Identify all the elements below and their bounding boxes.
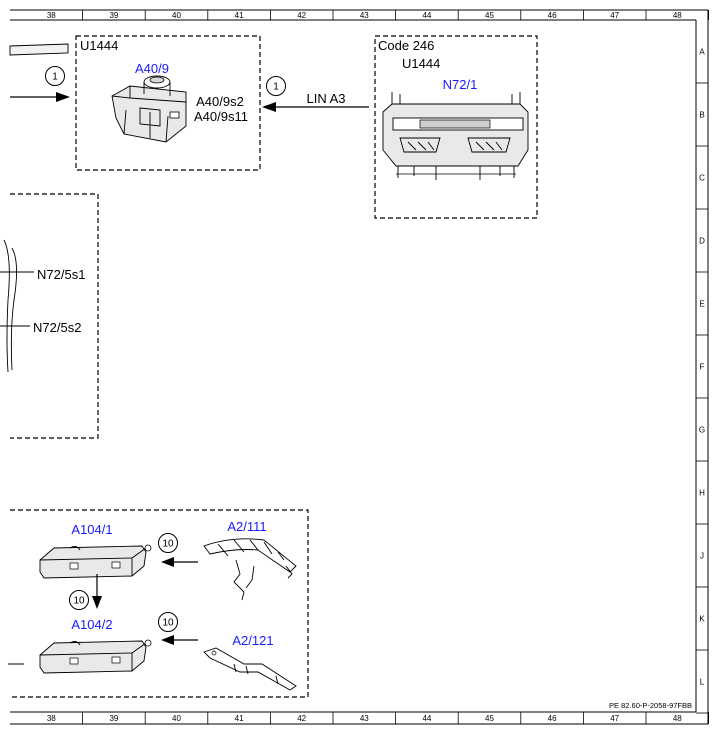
- lin-marker-text: 1: [273, 82, 279, 93]
- box-a40-code: U1444: [80, 38, 118, 53]
- lin-label: LIN A3: [306, 91, 345, 106]
- col-label-bottom-41: 41: [235, 714, 244, 723]
- col-label-bottom-40: 40: [172, 714, 181, 723]
- footer-reference: PE 82.60-P-2058-97FBB: [609, 701, 692, 710]
- col-label-top-48: 48: [673, 11, 682, 20]
- n72-1-label: N72/1: [443, 77, 478, 92]
- n72-1-control-panel-drawing: [382, 92, 529, 180]
- a40-9s2-label: A40/9s2: [196, 94, 244, 109]
- col-label-top-41: 41: [235, 11, 244, 20]
- row-label-H: H: [699, 489, 705, 498]
- box-n72-1: Code 246 U1444 N72/1: [374, 35, 538, 219]
- col-label-bottom-48: 48: [673, 714, 682, 723]
- a104-2-label: A104/2: [71, 617, 112, 632]
- col-label-bottom-38: 38: [47, 714, 56, 723]
- n72-5s1-label: N72/5s1: [37, 267, 85, 282]
- col-label-top-44: 44: [422, 11, 431, 20]
- col-label-top-39: 39: [109, 11, 118, 20]
- a104-1-label: A104/1: [71, 522, 112, 537]
- col-label-top-40: 40: [172, 11, 181, 20]
- row-label-A: A: [699, 48, 705, 57]
- left-circle-marker: 1: [45, 66, 65, 86]
- left-arrow: [10, 92, 70, 102]
- antenna-markers: 10 10 10: [69, 533, 178, 632]
- a104-2-amplifier-drawing: [39, 639, 152, 674]
- row-label-G: G: [699, 426, 705, 435]
- box-n72-code: U1444: [402, 56, 440, 71]
- col-label-bottom-43: 43: [360, 714, 369, 723]
- col-label-top-47: 47: [610, 11, 619, 20]
- col-label-bottom-47: 47: [610, 714, 619, 723]
- col-label-top-42: 42: [297, 11, 306, 20]
- col-label-bottom-39: 39: [109, 714, 118, 723]
- a2-121-antenna-drawing: [203, 647, 297, 691]
- antenna-arrows: [92, 557, 198, 645]
- row-label-J: J: [700, 552, 704, 561]
- row-label-F: F: [700, 363, 705, 372]
- col-label-top-38: 38: [47, 11, 56, 20]
- col-label-bottom-46: 46: [548, 714, 557, 723]
- box-n72-5: N72/5s1 N72/5s2: [0, 193, 99, 439]
- col-label-bottom-45: 45: [485, 714, 494, 723]
- col-label-bottom-42: 42: [297, 714, 306, 723]
- a40-9-controller-drawing: [111, 75, 187, 143]
- col-label-top-43: 43: [360, 11, 369, 20]
- row-label-L: L: [700, 678, 705, 687]
- cropped-component-bar: [9, 43, 69, 56]
- marker-10-top: 10: [162, 539, 174, 550]
- a40-9-label: A40/9: [135, 61, 169, 76]
- frame: [10, 9, 709, 725]
- box-n72-code-line: Code 246: [378, 38, 434, 53]
- row-label-D: D: [699, 237, 705, 246]
- row-label-C: C: [699, 174, 705, 183]
- marker-10-bottom: 10: [162, 618, 174, 629]
- row-scale: A B C D E F G H J K L: [696, 48, 708, 714]
- col-label-top-46: 46: [548, 11, 557, 20]
- box-antenna-amplifiers: A104/1 A104/2 A2/111 A2/121: [8, 509, 309, 698]
- row-label-E: E: [699, 300, 704, 309]
- column-scale: 38 38 39 39 40 40 41 41 42 42 43 43 44 44 45 45 46 46 47 47…: [47, 10, 709, 724]
- a40-9s11-label: A40/9s11: [194, 109, 248, 124]
- box-a40-9: U1444 A40/9 A40/9s2 A40/9s11: [75, 35, 261, 171]
- a2-111-label: A2/111: [227, 519, 266, 534]
- a104-1-amplifier-drawing: [39, 544, 152, 579]
- lin-connection: LIN A3 1: [262, 76, 369, 112]
- a2-121-label: A2/121: [232, 633, 273, 648]
- a2-111-antenna-drawing: [203, 538, 297, 601]
- left-marker-text: 1: [52, 72, 58, 83]
- col-label-top-45: 45: [485, 11, 494, 20]
- row-label-B: B: [699, 111, 704, 120]
- row-label-K: K: [699, 615, 705, 624]
- col-label-bottom-44: 44: [422, 714, 431, 723]
- marker-10-middle: 10: [73, 596, 85, 607]
- n72-5s2-label: N72/5s2: [33, 320, 81, 335]
